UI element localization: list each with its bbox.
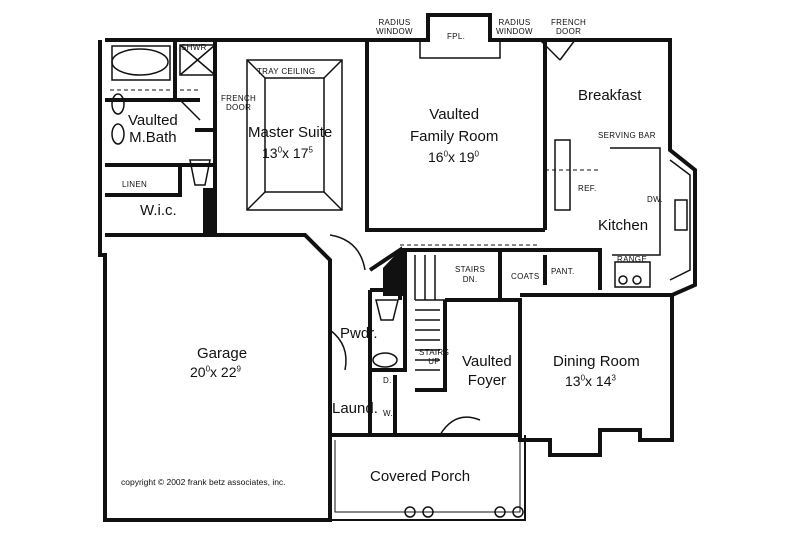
door-swing [539,39,576,61]
porch-wall [329,435,526,521]
column [494,506,506,518]
serving-bar [610,147,661,256]
label-breakfast: Breakfast [578,87,642,104]
label-vaulted-mbath: Vaulted M.Bath [128,112,178,146]
column [512,506,524,518]
note-d: D. [383,376,392,385]
copyright-text: copyright © 2002 frank betz associates, … [121,477,286,487]
wall-mass [203,188,217,236]
note-coats: COATS [511,272,540,281]
note-radius-window-2: RADIUS WINDOW [496,18,533,36]
column [404,506,416,518]
dishwasher [674,199,688,231]
label-garage: Garage [197,345,248,362]
note-w: W. [383,409,393,418]
label-dining: Dining Room [553,353,640,370]
note-linen: LINEN [122,180,148,189]
refrigerator [554,139,571,211]
note-serving-bar: SERVING BAR [598,131,656,140]
note-french-door-top: FRENCH DOOR [551,18,587,36]
note-pant: PANT. [551,267,575,276]
note-shwr: SHWR [181,43,207,52]
label-wic: W.i.c. [140,202,177,219]
label-laund: Laund. [332,400,378,417]
toilet-icon [189,159,211,186]
note-range: RANGE [617,255,647,264]
wall-mass [383,250,407,296]
door-swing [329,329,347,371]
tray-ceiling [246,59,343,211]
label-family-room: Vaulted Family Room [410,106,499,145]
toilet-icon [375,299,399,321]
note-tray-ceiling: TRAY CEILING [257,67,316,76]
door-swing [179,99,201,121]
note-stairs-up: STAIRS UP [419,348,450,366]
label-pwdr: Pwdr. [340,325,378,342]
fireplace [419,40,501,59]
note-french-door-bath: FRENCH DOOR [221,94,257,112]
dim-family-room: 160x 190 [428,149,479,165]
label-master-suite: Master Suite [248,124,333,141]
stairs [414,255,445,301]
dim-garage: 200x 229 [190,364,241,380]
door-swing [329,234,366,271]
tub-icon [111,48,169,76]
note-ref: REF. [578,184,597,193]
door-swing [439,416,481,436]
range-icon [614,261,651,288]
note-radius-window-1: RADIUS WINDOW [376,18,413,36]
sink-icon [111,123,125,145]
label-porch: Covered Porch [370,468,471,485]
note-stairs-dn: STAIRS DN. [455,265,486,284]
sink-icon [111,93,125,115]
label-kitchen: Kitchen [598,217,649,234]
shower-icon [179,44,216,76]
interior-wall [365,40,545,232]
label-foyer: Vaulted Foyer [462,353,512,389]
note-dw: DW. [647,195,664,204]
sink-icon [372,352,398,368]
note-fpl: FPL. [447,32,466,41]
dim-dining: 130x 143 [565,373,616,389]
column [422,506,434,518]
dim-master-suite: 130x 175 [262,145,313,161]
